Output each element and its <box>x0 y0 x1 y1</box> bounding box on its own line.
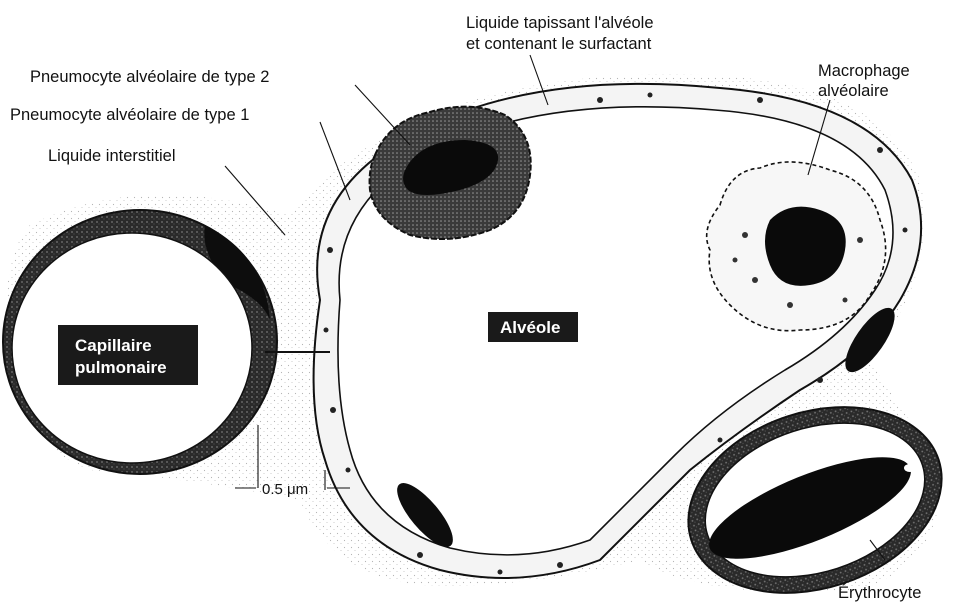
label-capillaire-line2: pulmonaire <box>75 358 167 377</box>
label-alveole: Alvéole <box>500 318 560 337</box>
label-liquide-tapissant-line1: Liquide tapissant l'alvéole <box>466 14 654 32</box>
label-liquide-interstitiel: Liquide interstitiel <box>48 147 176 165</box>
alveolar-macrophage <box>707 162 886 331</box>
label-scale: 0.5 μm <box>262 481 308 498</box>
label-pneumocyte-2: Pneumocyte alvéolaire de type 2 <box>30 68 269 86</box>
leader-pneumocyte-2 <box>355 85 410 145</box>
label-liquide-tapissant-line2: et contenant le surfactant <box>466 35 652 53</box>
label-macrophage-line1: Macrophage <box>818 62 910 80</box>
label-capillaire-line1: Capillaire <box>75 336 152 355</box>
label-macrophage-line2: alvéolaire <box>818 82 889 100</box>
label-erythrocyte: Érythrocyte <box>838 583 921 602</box>
label-pneumocyte-1: Pneumocyte alvéolaire de type 1 <box>10 106 249 124</box>
